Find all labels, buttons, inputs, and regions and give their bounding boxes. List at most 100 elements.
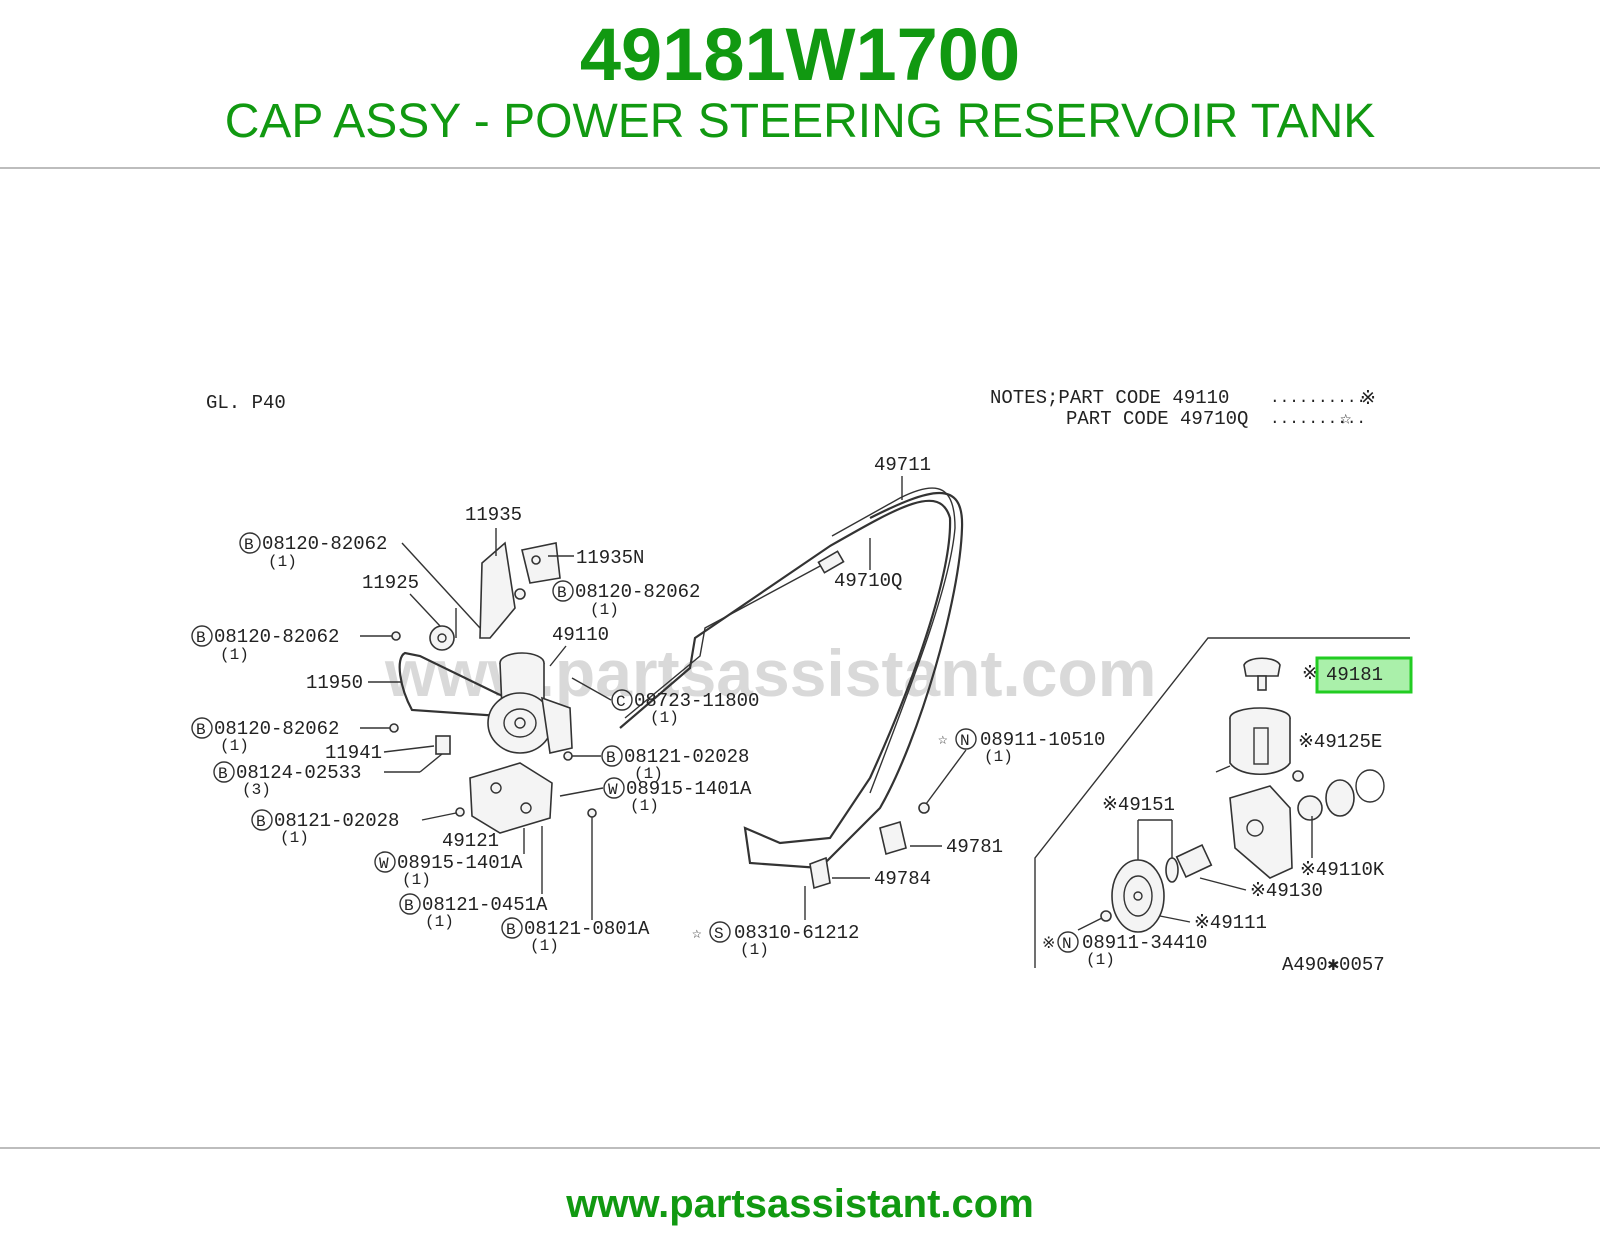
svg-text:08124-02533: 08124-02533 [236, 762, 361, 784]
idler-pulley-11925 [429, 608, 457, 651]
svg-text:B: B [218, 765, 228, 783]
callout-n-08911-34410: ※ N 08911-34410 (1) [1042, 931, 1207, 969]
callout-b-08120-a: B 08120-82062 (1) [239, 532, 387, 571]
leader-11925 [409, 593, 441, 627]
leader-b-08121-02028-b [421, 812, 457, 821]
pump-bracket-49121 [469, 762, 553, 834]
hose-fitting-49710q [817, 550, 845, 574]
svg-text:W: W [379, 855, 389, 873]
bolt-08120-c [391, 631, 401, 641]
svg-text:N: N [1062, 935, 1072, 953]
svg-text:08120-82062: 08120-82062 [575, 581, 700, 603]
svg-text:(1): (1) [268, 553, 297, 571]
svg-text:(1): (1) [634, 765, 663, 783]
svg-text:N: N [960, 732, 970, 750]
callout-b-08124: B 08124-02533 (3) [213, 761, 361, 799]
bolt-08121-0801 [587, 808, 597, 818]
callout-11925: 11925 [362, 572, 419, 594]
leader-49110 [549, 645, 567, 667]
highlight-box-49181[interactable] [1315, 656, 1413, 694]
notes-line-2: PART CODE 49710Q [1066, 408, 1248, 430]
callout-11950: 11950 [306, 672, 363, 694]
svg-text:B: B [196, 721, 206, 739]
bolt-08121-02028-b [455, 807, 465, 817]
svg-text:(1): (1) [590, 601, 619, 619]
svg-text:B: B [606, 749, 616, 767]
svg-text:B: B [404, 897, 414, 915]
svg-text:C: C [616, 693, 626, 711]
leader-11941 [383, 745, 435, 753]
svg-text:W: W [608, 781, 618, 799]
svg-text:08121-02028: 08121-02028 [274, 810, 399, 832]
callout-w-08915-a: W 08915-1401A (1) [603, 777, 752, 815]
callout-n-08911-10510: ☆ N 08911-10510 (1) [938, 728, 1105, 766]
footer-divider [0, 1147, 1600, 1149]
svg-text:08121-0801A: 08121-0801A [524, 918, 650, 940]
pump-body-exploded [1229, 769, 1385, 879]
notes-mark-1: ※ [1360, 388, 1376, 410]
bolt-08120-d [389, 723, 399, 733]
leader-b-08124-b [419, 753, 443, 773]
callout-49784: 49784 [874, 868, 931, 890]
footer-website-link[interactable]: www.partsassistant.com [566, 1182, 1034, 1226]
leader-c-08723 [571, 677, 612, 701]
svg-text:08120-82062: 08120-82062 [262, 533, 387, 555]
svg-text:(1): (1) [220, 646, 249, 664]
callout-b-08121-0451: B 08121-0451A (1) [399, 893, 548, 931]
callout-49110k: ※49110K [1300, 859, 1385, 881]
leader-n-08911-34410 [1077, 917, 1103, 931]
callout-49710q: 49710Q [834, 570, 902, 592]
bolt-08121-02028-a [563, 751, 573, 761]
svg-text:08310-61212: 08310-61212 [734, 922, 859, 944]
callout-49121: 49121 [442, 830, 499, 852]
notes-mark-2: ☆ [1340, 408, 1351, 430]
callout-49781: 49781 [946, 836, 1003, 858]
svg-text:☆: ☆ [692, 925, 702, 943]
callout-49110: 49110 [552, 624, 609, 646]
svg-text:(1): (1) [425, 913, 454, 931]
reservoir-cap-49181 [1243, 657, 1281, 691]
diagram-background [180, 338, 1420, 1008]
svg-text:※: ※ [1042, 935, 1055, 953]
svg-text:(1): (1) [220, 737, 249, 755]
leader-w-08915-a [559, 787, 604, 797]
callout-49130: ※49130 [1250, 880, 1323, 902]
callout-11941: 11941 [325, 742, 382, 764]
notes-dots-2: .......... [1270, 410, 1366, 428]
svg-text:S: S [714, 925, 724, 943]
figure-code: A490✱0057 [1282, 954, 1385, 976]
leader-b-08120-a [401, 542, 481, 629]
notes-dots-1: .......... [1270, 389, 1366, 407]
exploded-view-frame [1034, 637, 1410, 968]
reservoir-tank-49125e [1215, 707, 1291, 775]
svg-text:B: B [557, 584, 567, 602]
hose-clamp-49781 [879, 820, 907, 856]
svg-text:08915-1401A: 08915-1401A [397, 852, 523, 874]
callout-11935: 11935 [465, 504, 522, 526]
callout-c-08723: C 08723-11800 (1) [611, 689, 759, 727]
svg-text:(1): (1) [740, 941, 769, 959]
svg-text:08911-34410: 08911-34410 [1082, 932, 1207, 954]
callout-b-08121-02028-a: B 08121-02028 (1) [601, 745, 749, 783]
parts-diagram: www.partsassistant.com GL. P40 NOTES;PAR… [180, 338, 1420, 1008]
svg-text:08120-82062: 08120-82062 [214, 718, 339, 740]
callout-49711: 49711 [874, 454, 931, 476]
callout-b-08120-d: B 08120-82062 (1) [191, 717, 339, 755]
callout-11935n: 11935N [576, 547, 644, 569]
notes-line-1: NOTES;PART CODE 49110 [990, 387, 1229, 409]
part-name-subtitle: CAP ASSY - POWER STEERING RESERVOIR TANK [224, 95, 1376, 148]
spacer-11941 [435, 735, 451, 755]
callout-49125e: ※49125E [1298, 731, 1382, 753]
svg-text:(1): (1) [530, 937, 559, 955]
callout-b-08121-0801: B 08121-0801A (1) [501, 917, 650, 955]
svg-text:(3): (3) [242, 781, 271, 799]
pump-shaft-49130 [1165, 844, 1213, 883]
svg-text:08915-1401A: 08915-1401A [626, 778, 752, 800]
highlight-label-49181: 49181 [1326, 664, 1383, 686]
nut-08911-34410 [1100, 910, 1112, 922]
callout-49151: ※49151 [1102, 794, 1175, 816]
svg-text:☆: ☆ [938, 731, 948, 749]
svg-text:B: B [506, 921, 516, 939]
leader-49130 [1199, 877, 1247, 891]
svg-text:B: B [256, 813, 266, 831]
